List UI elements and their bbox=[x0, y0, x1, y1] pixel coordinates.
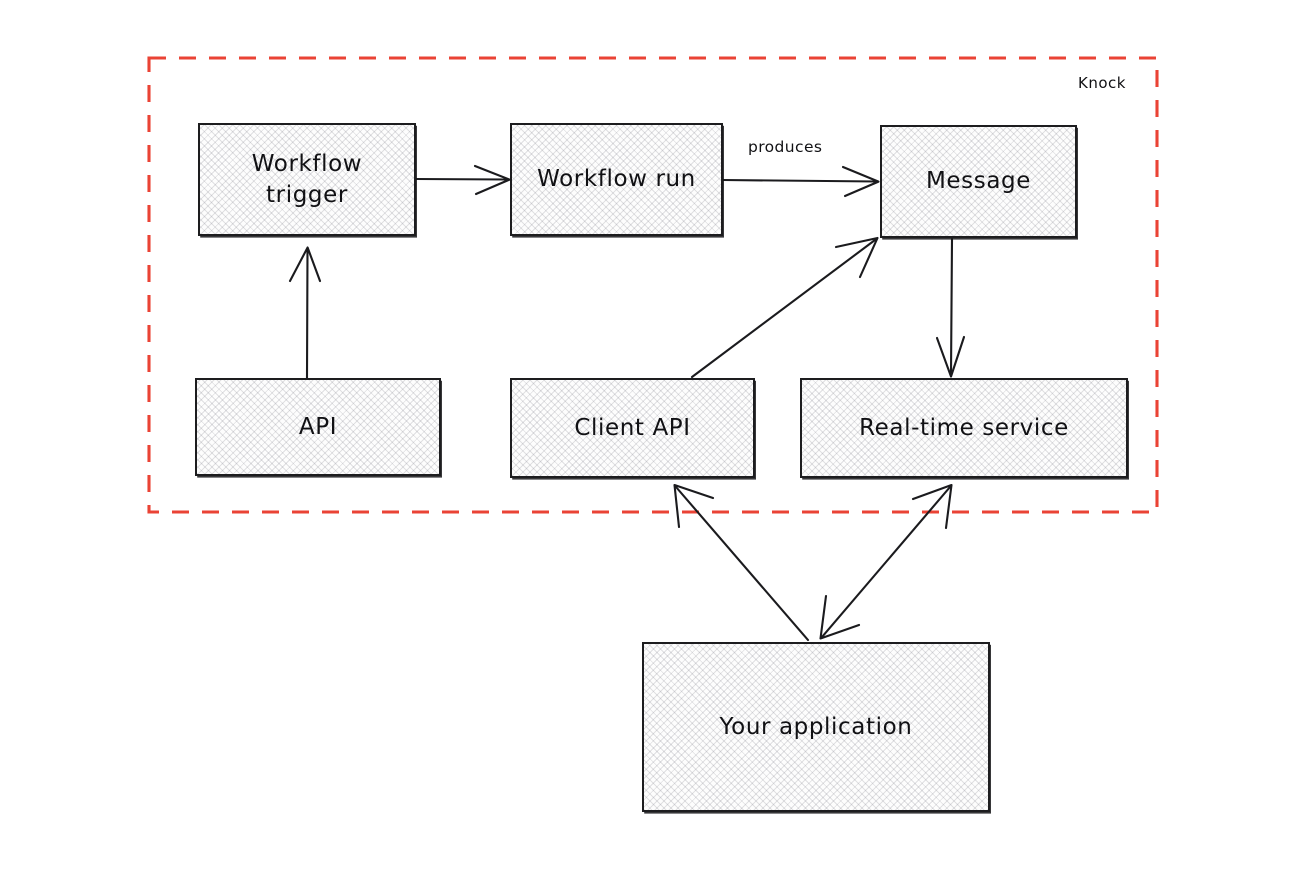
knock-boundary bbox=[147, 56, 1159, 514]
edge-label-produces: produces bbox=[748, 138, 823, 156]
node-workflow-run-label: Workflow run bbox=[537, 166, 696, 193]
node-client-api-label: Client API bbox=[574, 414, 691, 441]
knock-boundary-label: Knock bbox=[1078, 74, 1126, 92]
node-message[interactable]: Message bbox=[880, 125, 1077, 238]
node-real-time-service[interactable]: Real-time service bbox=[800, 378, 1128, 478]
node-workflow-run[interactable]: Workflow run bbox=[510, 123, 723, 236]
edge-api-to-workflow-trigger bbox=[288, 246, 322, 380]
node-api[interactable]: API bbox=[195, 378, 441, 476]
edge-message-to-real-time-service bbox=[935, 237, 966, 378]
node-message-label: Message bbox=[925, 168, 1031, 195]
node-api-label: API bbox=[298, 413, 338, 440]
edge-real-time-service-to-your-application bbox=[819, 483, 953, 640]
node-client-api[interactable]: Client API bbox=[510, 378, 755, 478]
edge-client-api-to-message bbox=[690, 236, 879, 379]
node-real-time-service-label: Real-time service bbox=[859, 414, 1069, 441]
node-your-application[interactable]: Your application bbox=[642, 642, 990, 812]
node-your-application-label: Your application bbox=[719, 713, 913, 740]
edge-workflow-trigger-to-workflow-run bbox=[414, 164, 511, 196]
edge-workflow-run-to-message bbox=[721, 165, 880, 198]
edge-your-application-to-client-api bbox=[673, 483, 810, 642]
